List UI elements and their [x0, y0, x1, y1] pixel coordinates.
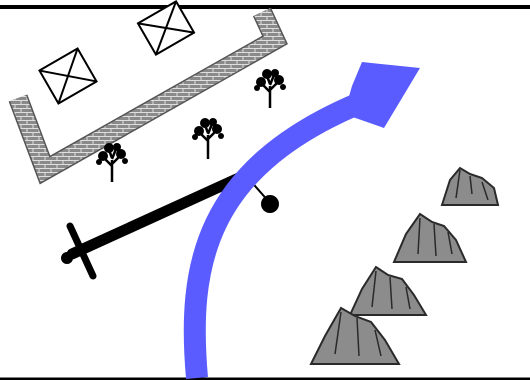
mountain-icon — [311, 308, 399, 364]
mountain-icon — [394, 214, 466, 262]
arrow-icon — [195, 62, 420, 378]
mountain-icon — [350, 267, 426, 315]
building-icon — [39, 49, 96, 104]
tree-icon — [254, 69, 286, 108]
building-icon — [138, 1, 194, 54]
mountain-icon — [442, 168, 498, 205]
tree-icon — [192, 118, 224, 159]
